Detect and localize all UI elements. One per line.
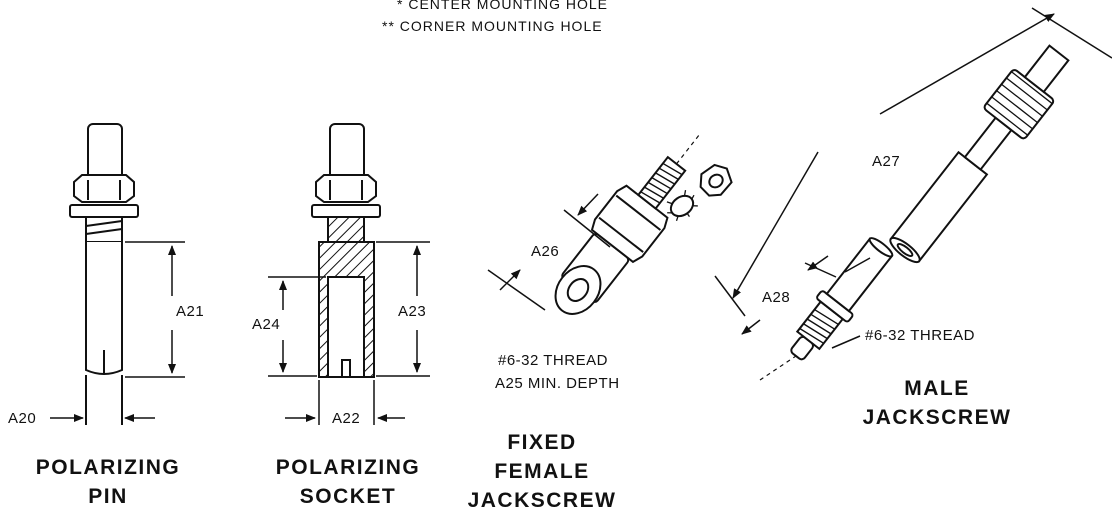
dim-a27: A27 <box>872 153 901 170</box>
a21-dimension <box>125 241 185 378</box>
dim-a21: A21 <box>176 303 205 320</box>
fixed-female-jackscrew-title: FIXED FEMALE JACKSCREW <box>467 431 617 512</box>
male-thread-label: #6-32 THREAD <box>865 327 975 344</box>
dim-a26: A26 <box>531 243 560 260</box>
polarizing-pin-title: POLARIZING PIN <box>35 456 181 508</box>
female-depth-label: A25 MIN. DEPTH <box>495 375 620 392</box>
dim-a24: A24 <box>252 316 281 333</box>
polarizing-pin-drawing <box>69 123 139 425</box>
a26-dimension <box>487 193 611 311</box>
polarizing-socket-drawing <box>311 123 381 378</box>
male-jackscrew-drawing <box>759 44 1070 381</box>
polarizing-socket-title: POLARIZING SOCKET <box>275 456 421 508</box>
dim-a23: A23 <box>398 303 427 320</box>
dim-a28: A28 <box>762 289 791 306</box>
male-jackscrew-title: MALE JACKSCREW <box>862 377 1012 429</box>
a23-a24-dimensions <box>268 241 430 377</box>
thread-leaders <box>831 335 861 349</box>
center-mounting-hole-note: * CENTER MOUNTING HOLE <box>397 0 609 12</box>
a22-dimension <box>285 380 405 425</box>
dim-a20: A20 <box>8 410 37 427</box>
corner-mounting-hole-note: ** CORNER MOUNTING HOLE <box>382 18 603 34</box>
female-thread-label: #6-32 THREAD <box>498 352 608 369</box>
a27-a28-dimensions <box>714 7 1112 335</box>
dim-a22: A22 <box>332 410 361 427</box>
